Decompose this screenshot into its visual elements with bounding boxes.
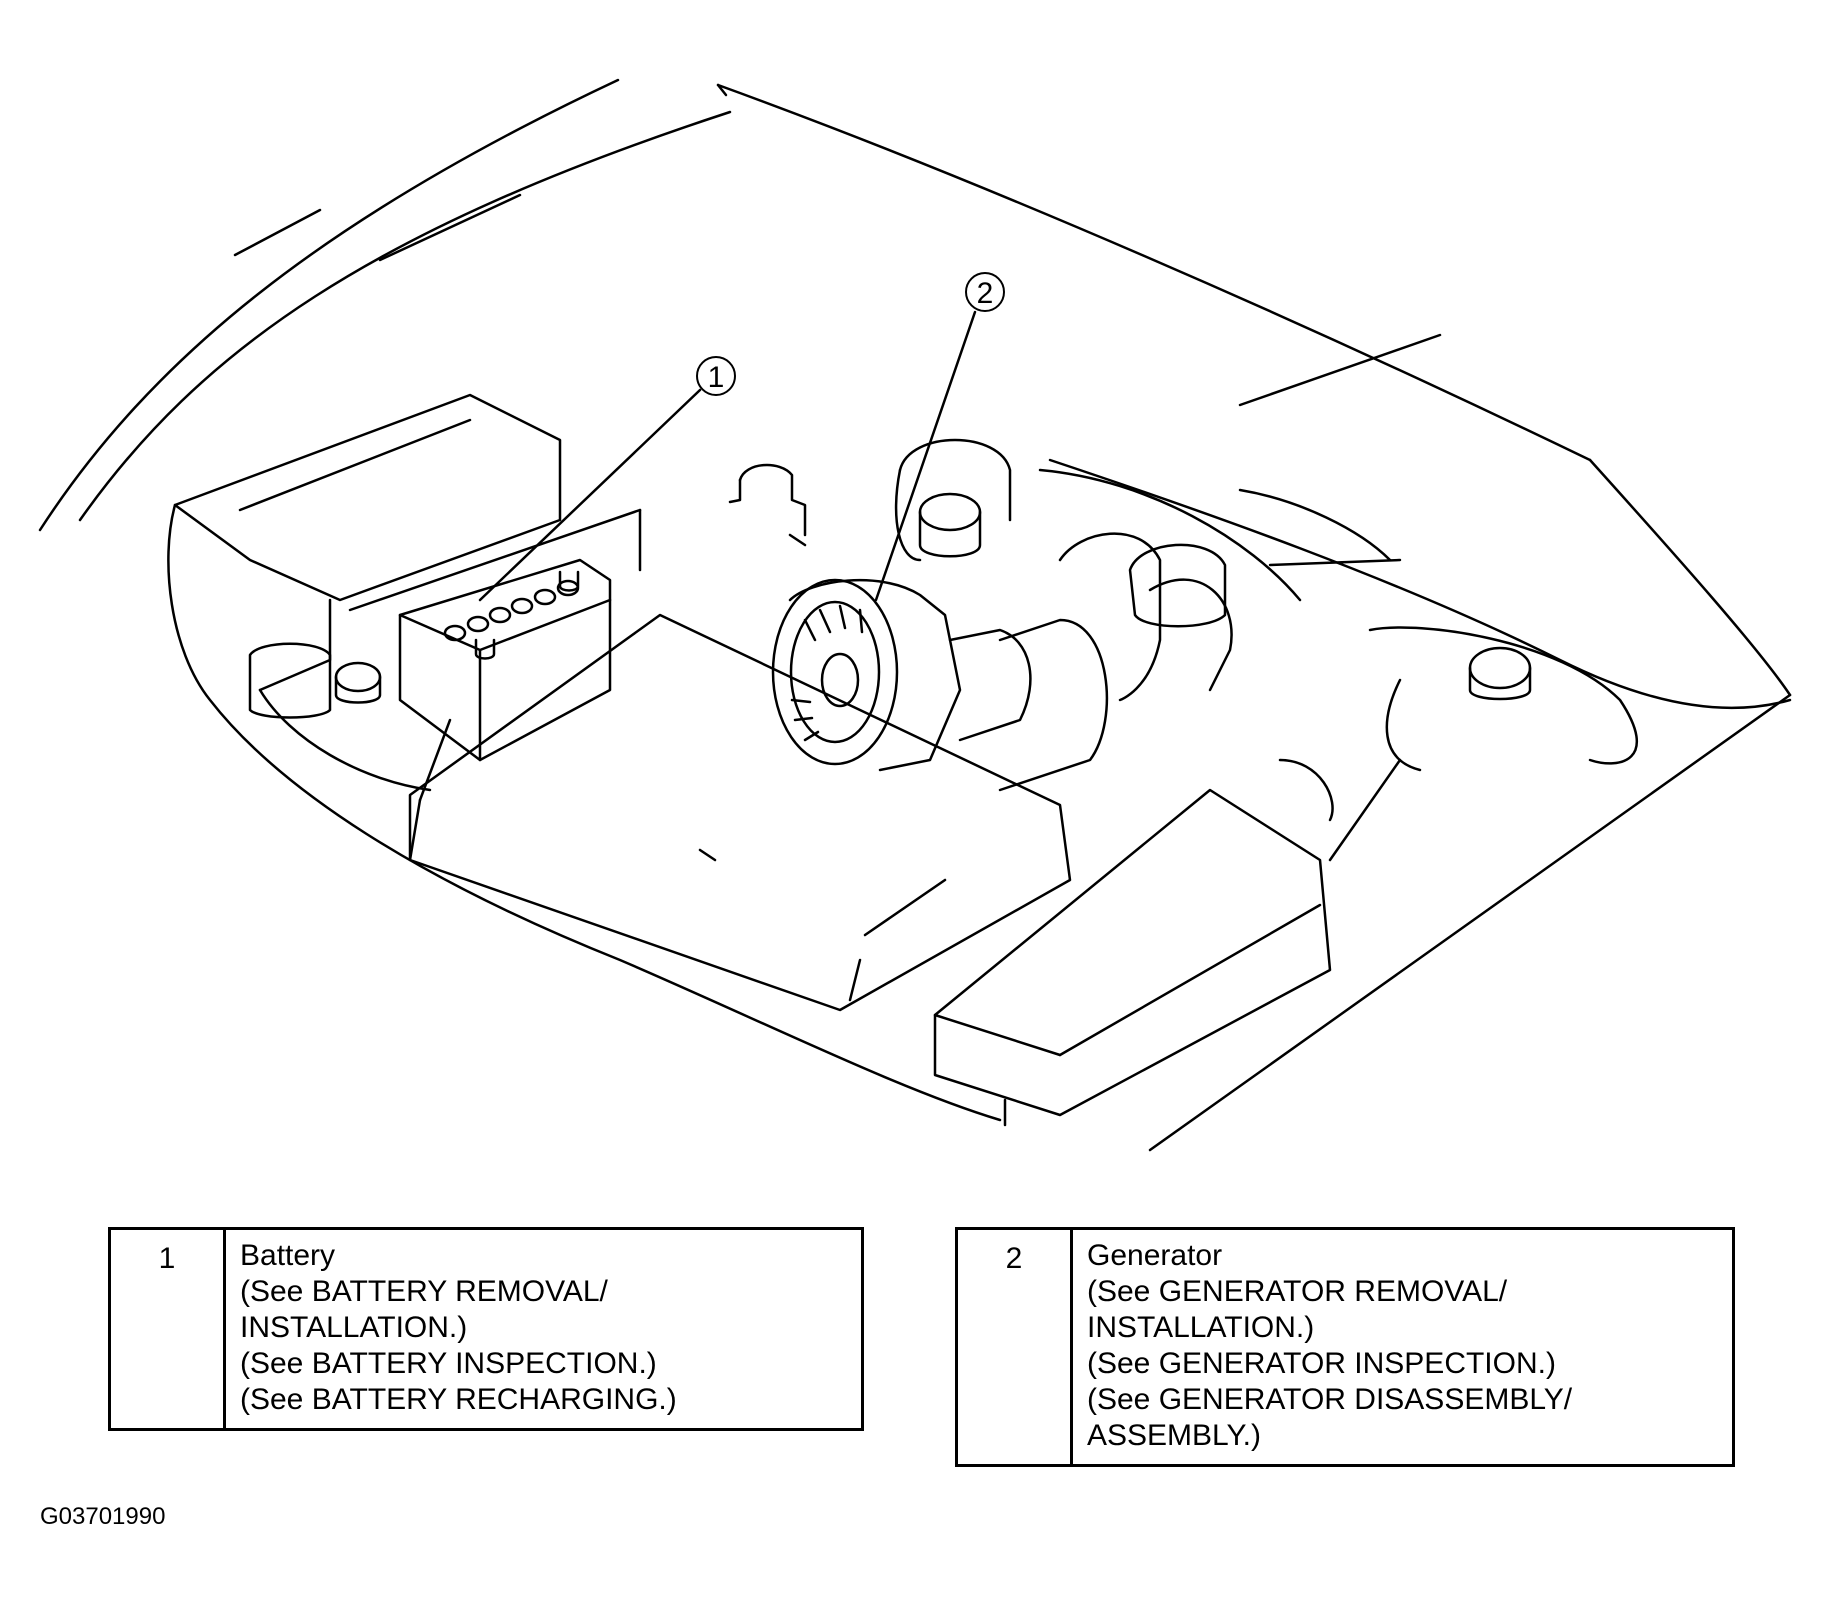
hood-outline [38,78,1792,1152]
legend-row: 1 Battery (See BATTERY REMOVAL/ INSTALLA… [108,1227,864,1431]
legend-ref: INSTALLATION.) [1087,1311,1315,1344]
legend-row: 2 Generator (See GENERATOR REMOVAL/ INST… [955,1227,1735,1467]
legend-generator: 2 Generator (See GENERATOR REMOVAL/ INST… [955,1227,1735,1467]
callout-1: 1 [696,356,736,396]
callout-2-number: 2 [977,277,994,310]
legend-ref: INSTALLATION.) [240,1311,468,1344]
legend-ref: (See GENERATOR DISASSEMBLY/ [1087,1383,1573,1416]
legend-description: Generator (See GENERATOR REMOVAL/ INSTAL… [1070,1227,1735,1467]
legend-ref: ASSEMBLY.) [1087,1419,1261,1452]
engine-compartment-diagram: 1 2 [38,78,1792,1152]
air-cleaner-box [408,613,1072,1012]
fender-box-right [933,788,1332,1127]
engine-bay-floor [167,458,1792,1122]
callout-leaders [478,310,977,602]
legend-title: Battery [240,1239,336,1272]
hose-cap-left [728,463,807,547]
battery-tray [173,393,642,692]
legend-battery: 1 Battery (See BATTERY REMOVAL/ INSTALLA… [108,1227,864,1431]
figure-id: G03701990 [40,1503,166,1530]
legend-title: Generator [1087,1239,1223,1272]
reservoir-left-icon [248,642,382,719]
legend-ref: (See GENERATOR INSPECTION.) [1087,1347,1556,1380]
reservoir-right-icon [1268,558,1639,862]
legend-ref: (See BATTERY REMOVAL/ [240,1275,608,1308]
callout-1-number: 1 [708,361,725,394]
legend-number: 1 [108,1227,226,1431]
legend-ref: (See BATTERY INSPECTION.) [240,1347,657,1380]
battery-icon [398,558,612,762]
legend-ref: (See BATTERY RECHARGING.) [240,1383,677,1416]
legend-ref: (See GENERATOR REMOVAL/ [1087,1275,1508,1308]
legend-description: Battery (See BATTERY REMOVAL/ INSTALLATI… [223,1227,864,1431]
callout-2: 2 [965,272,1005,312]
generator-icon [771,578,1032,772]
legend-number: 2 [955,1227,1073,1467]
